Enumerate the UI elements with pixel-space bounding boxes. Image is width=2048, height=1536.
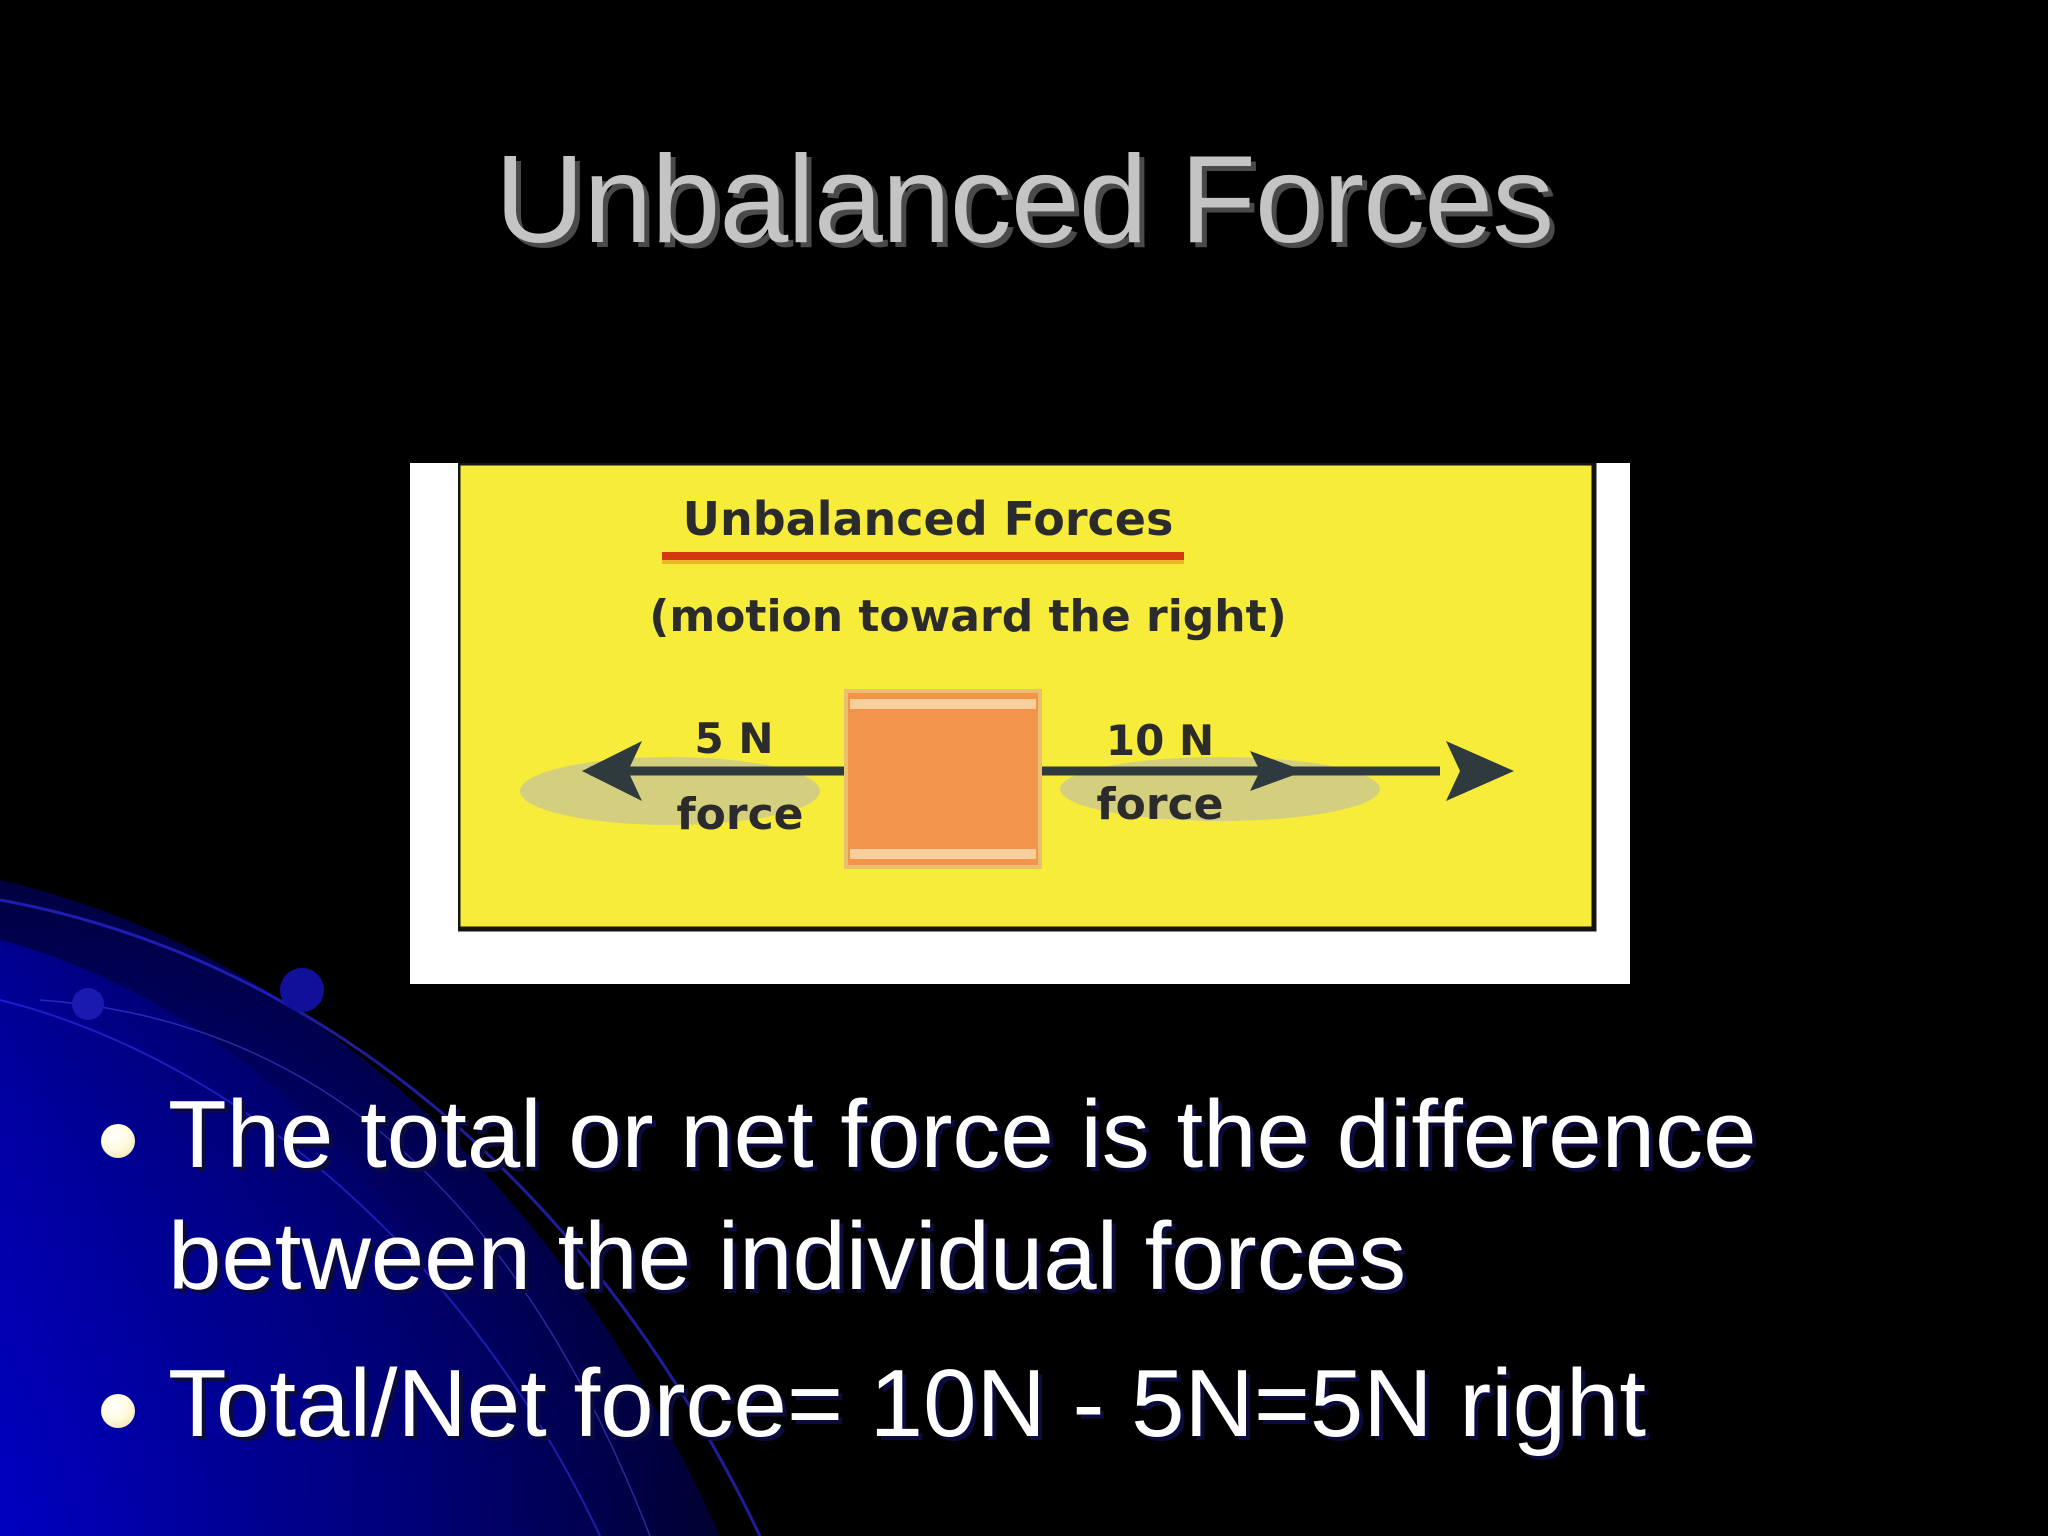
right-force-label: force — [1097, 779, 1224, 830]
block — [844, 689, 1042, 869]
diagram-heading: Unbalanced Forces — [683, 492, 1174, 546]
left-force-label: force — [677, 789, 804, 840]
force-diagram: Unbalanced Forces (motion toward the rig… — [450, 463, 1597, 933]
left-force-arrow — [582, 741, 860, 801]
heading-underline — [662, 552, 1184, 560]
left-force-magnitude: 5 N — [695, 714, 774, 763]
force-diagram-image: Unbalanced Forces (motion toward the rig… — [410, 463, 1630, 984]
slide-title: Unbalanced Forces — [494, 131, 1554, 269]
right-force-arrow — [1030, 741, 1514, 801]
diagram-subheading: (motion toward the right) — [649, 591, 1287, 642]
right-force-magnitude: 10 N — [1106, 716, 1214, 765]
